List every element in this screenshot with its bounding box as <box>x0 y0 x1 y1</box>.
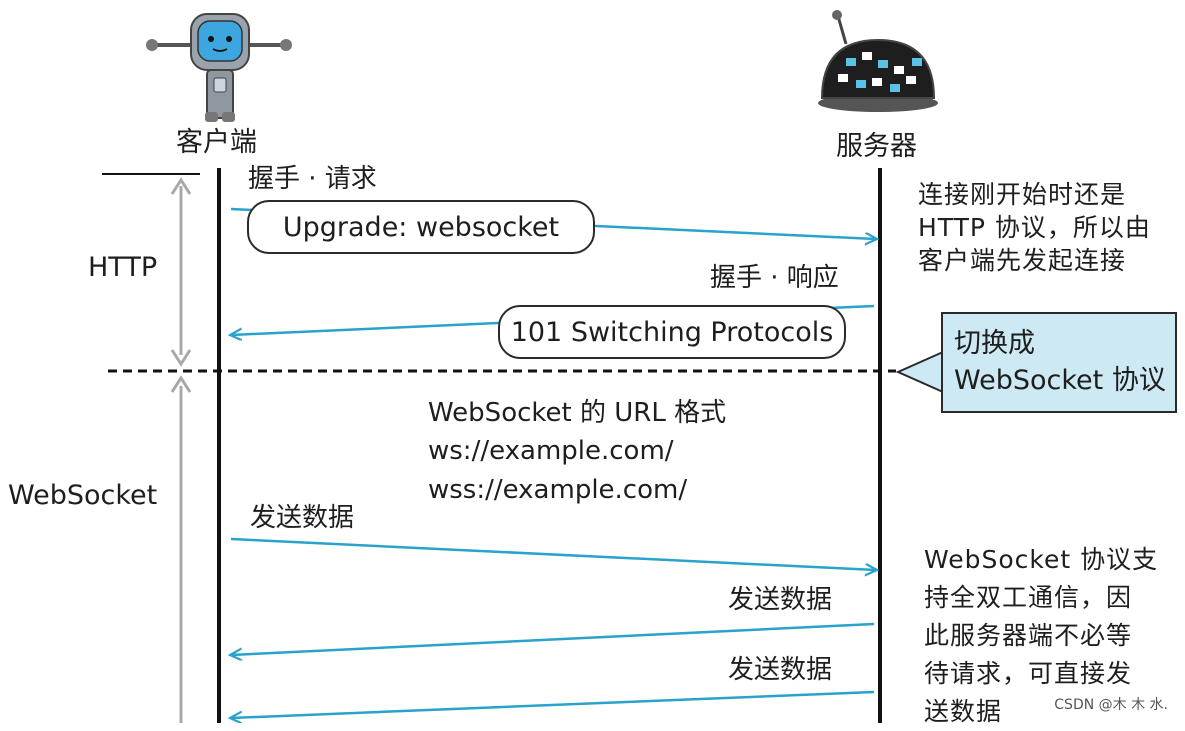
callout-line: WebSocket 协议 <box>954 365 1166 396</box>
handshake-request-label: 握手 · 请求 <box>248 164 377 194</box>
http-phase-span-arrow <box>170 177 192 367</box>
http-note: 连接刚开始时还是 HTTP 协议，所以由 客户端先发起连接 <box>918 178 1151 277</box>
callout-pointer <box>895 351 944 393</box>
websocket-phase-label: WebSocket <box>8 480 158 511</box>
handshake-request-box: Upgrade: websocket <box>247 200 595 254</box>
handshake-response-label: 握手 · 响应 <box>710 263 839 293</box>
switch-protocol-callout <box>941 312 1177 413</box>
full-duplex-note-line: 送数据 <box>924 697 1003 726</box>
http-note-line: 连接刚开始时还是 <box>918 180 1127 209</box>
full-duplex-note-line: 持全双工通信，因 <box>924 583 1133 612</box>
http-note-line: HTTP 协议，所以由 <box>918 213 1151 242</box>
send-data-label-3: 发送数据 <box>728 655 833 685</box>
full-duplex-note: WebSocket 协议支 持全双工通信，因 此服务器端不必等 待请求，可直接发… <box>924 541 1158 731</box>
full-duplex-note-line: 此服务器端不必等 <box>924 621 1133 650</box>
client-robot-icon <box>146 13 292 122</box>
url-ws-example: ws://example.com/ <box>428 436 674 466</box>
client-label: 客户端 <box>176 127 257 158</box>
handshake-response-box: 101 Switching Protocols <box>498 305 846 359</box>
url-wss-example: wss://example.com/ <box>428 475 688 505</box>
watermark: CSDN @木 木 水. <box>1051 693 1171 715</box>
send-data-arrow-2 <box>231 622 875 655</box>
send-data-label-2: 发送数据 <box>728 585 833 615</box>
send-data-arrow-3 <box>231 690 875 718</box>
send-data-arrow-1 <box>230 537 876 570</box>
server-robot-icon <box>818 10 938 112</box>
send-data-label-1: 发送数据 <box>250 503 355 533</box>
callout-line: 切换成 <box>954 328 1035 359</box>
http-note-line: 客户端先发起连接 <box>918 246 1127 275</box>
url-format-title: WebSocket 的 URL 格式 <box>428 398 727 428</box>
http-phase-label: HTTP <box>88 252 158 283</box>
full-duplex-note-line: WebSocket 协议支 <box>924 545 1159 574</box>
full-duplex-note-line: 待请求，可直接发 <box>924 659 1133 688</box>
switch-protocol-callout-text: 切换成 WebSocket 协议 <box>954 325 1166 399</box>
server-label: 服务器 <box>836 131 917 162</box>
websocket-phase-span-arrow <box>170 375 192 723</box>
